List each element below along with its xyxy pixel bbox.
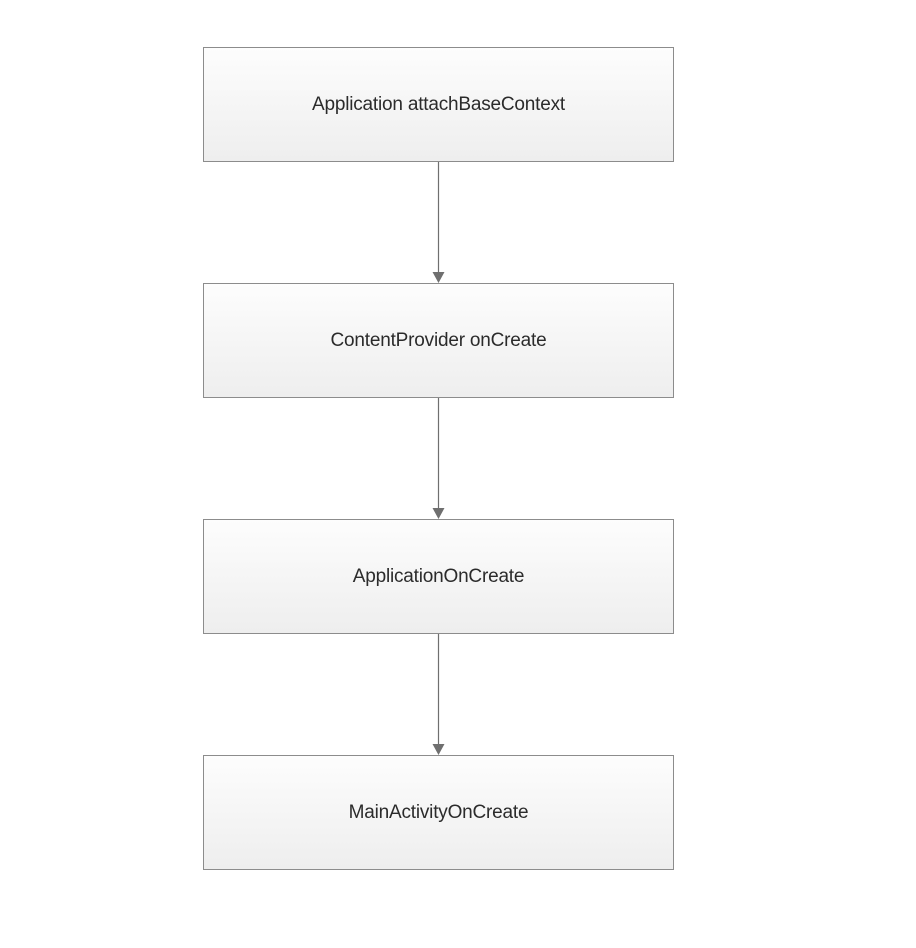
node-application-attach-base-context: Application attachBaseContext (203, 47, 674, 162)
node-main-activity-on-create: MainActivityOnCreate (203, 755, 674, 870)
node-label: MainActivityOnCreate (348, 801, 529, 823)
node-application-on-create: ApplicationOnCreate (203, 519, 674, 634)
node-label: ContentProvider onCreate (330, 329, 547, 351)
node-content-provider-on-create: ContentProvider onCreate (203, 283, 674, 398)
arrowhead-icon (432, 744, 445, 755)
arrowhead-icon (432, 508, 445, 519)
node-label: ApplicationOnCreate (352, 565, 525, 587)
node-label: Application attachBaseContext (312, 93, 565, 115)
arrowhead-icon (432, 272, 445, 283)
